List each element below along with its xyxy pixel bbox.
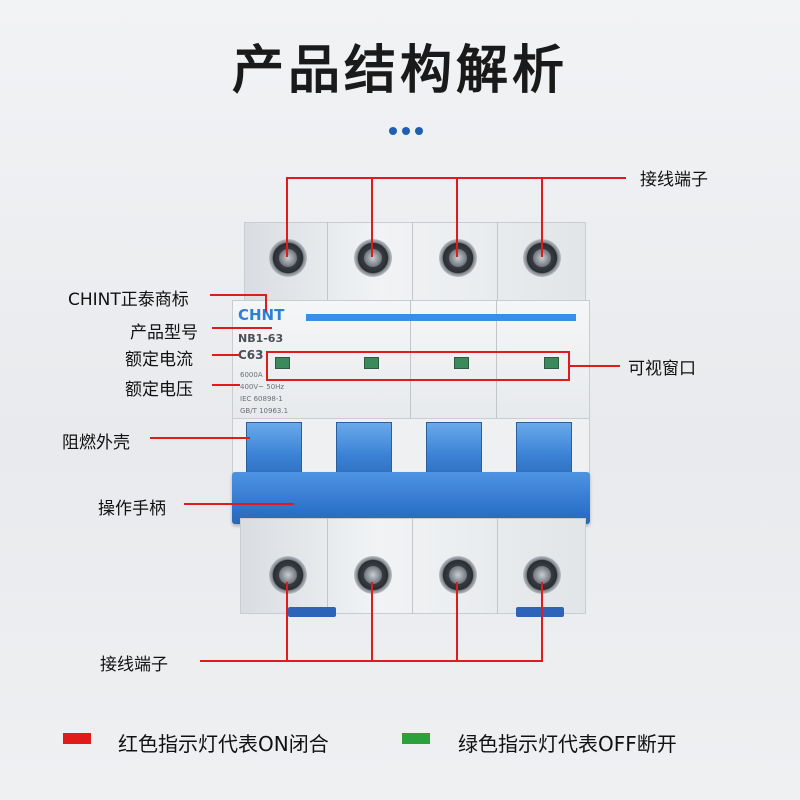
annotation-line: [212, 354, 240, 356]
annotation-line: [541, 582, 543, 662]
annotation-line: [184, 503, 294, 505]
annotation-line: [570, 365, 620, 367]
circuit-breaker-image: CHNT NB1-63 C63 6000A 400V~ 50Hz IEC 608…: [232, 222, 598, 617]
legend-green-text: 绿色指示灯代表OFF断开: [458, 732, 677, 756]
current-text: C63: [238, 348, 264, 362]
red-indicator-swatch: [63, 733, 91, 744]
page-title: 产品结构解析: [231, 41, 568, 101]
label-rated-voltage: 额定电压: [125, 380, 193, 400]
divider: [327, 222, 328, 304]
annotation-line: [265, 294, 267, 312]
annotation-line: [456, 582, 458, 662]
indicator-window: [544, 357, 559, 369]
label-rated-current: 额定电流: [125, 350, 193, 370]
annotation-line: [286, 582, 288, 662]
label-window: 可视窗口: [628, 359, 696, 379]
terminal-screw: [439, 556, 477, 594]
blue-stripe: [306, 314, 576, 321]
green-indicator-swatch: [402, 733, 430, 744]
window-highlight-box: [266, 351, 570, 381]
label-housing: 阻燃外壳: [62, 433, 130, 453]
annotation-line: [541, 177, 543, 257]
annotation-line: [371, 177, 373, 257]
terminal-screw: [269, 556, 307, 594]
dot: [389, 127, 397, 135]
label-handle: 操作手柄: [98, 499, 166, 519]
terminal-screw: [354, 239, 392, 277]
dot: [415, 127, 423, 135]
annotation-line: [150, 437, 250, 439]
pole-handle: [426, 422, 482, 478]
divider: [412, 222, 413, 304]
divider: [412, 518, 413, 614]
dot: [402, 127, 410, 135]
indicator-window: [275, 357, 290, 369]
standard-text: IEC 60898-1: [240, 395, 283, 403]
annotation-line: [210, 294, 267, 296]
terminal-screw: [269, 239, 307, 277]
handle-bar: [232, 472, 590, 524]
divider: [496, 300, 497, 428]
divider: [497, 222, 498, 304]
indicator-window: [364, 357, 379, 369]
standard-text: GB/T 10963.1: [240, 407, 289, 415]
divider: [327, 518, 328, 614]
annotation-line: [212, 384, 240, 386]
pole-handle: [246, 422, 302, 478]
annotation-line: [456, 177, 458, 257]
divider: [410, 300, 411, 428]
terminal-screw: [523, 239, 561, 277]
divider: [497, 518, 498, 614]
legend-red-text: 红色指示灯代表ON闭合: [118, 732, 329, 756]
pole-handle: [336, 422, 392, 478]
terminal-screw: [354, 556, 392, 594]
din-clip: [288, 607, 336, 617]
indicator-window: [454, 357, 469, 369]
label-model: 产品型号: [130, 323, 198, 343]
annotation-line: [371, 582, 373, 662]
annotation-line: [212, 327, 272, 329]
label-brand: CHINT正泰商标: [68, 290, 189, 310]
terminal-screw: [439, 239, 477, 277]
voltage-text: 400V~ 50Hz: [240, 383, 285, 391]
din-clip: [516, 607, 564, 617]
model-text: NB1-63: [238, 332, 284, 345]
label-terminal-bottom: 接线端子: [100, 655, 168, 675]
pole-handle: [516, 422, 572, 478]
label-terminal-top: 接线端子: [640, 170, 708, 190]
annotation-line: [286, 177, 288, 257]
annotation-line: [200, 660, 543, 662]
title-dots: [389, 127, 423, 135]
brand-logo: CHNT: [238, 306, 285, 324]
breaking-capacity-text: 6000A: [240, 371, 263, 379]
